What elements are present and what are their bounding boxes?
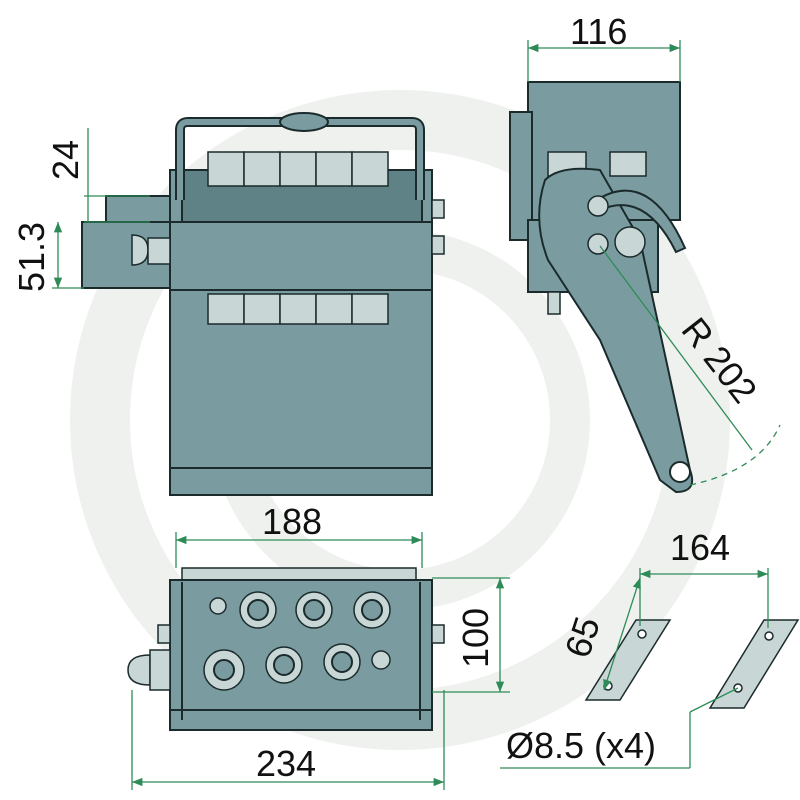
dimension-51-3: 51.3 — [11, 222, 84, 292]
front-view — [81, 112, 445, 496]
hole-callout: Ø8.5 (x4) — [500, 687, 739, 769]
coupling-row-upper — [207, 151, 389, 187]
dimension-164: 164 — [639, 527, 769, 628]
coupling-row-lower — [207, 293, 389, 325]
dim-label-234: 234 — [256, 743, 316, 784]
side-view — [509, 81, 694, 494]
dim-label-164: 164 — [670, 527, 730, 568]
dimension-24: 24 — [45, 128, 150, 223]
couplers-bottom-row — [203, 643, 391, 691]
dim-label-24: 24 — [45, 140, 86, 180]
mounting-plate-right — [708, 619, 800, 709]
dim-label-188: 188 — [262, 501, 322, 542]
dim-label-51-3: 51.3 — [11, 222, 52, 292]
dimension-100: 100 — [432, 577, 510, 693]
couplers-top-row — [209, 591, 391, 629]
dimension-116: 116 — [527, 11, 681, 82]
dim-label-116: 116 — [570, 11, 627, 52]
dimension-188: 188 — [175, 501, 423, 568]
dim-label-hole: Ø8.5 (x4) — [506, 725, 656, 766]
dim-label-100: 100 — [455, 608, 496, 668]
dimension-234: 234 — [131, 690, 445, 790]
bottom-view — [127, 567, 445, 731]
